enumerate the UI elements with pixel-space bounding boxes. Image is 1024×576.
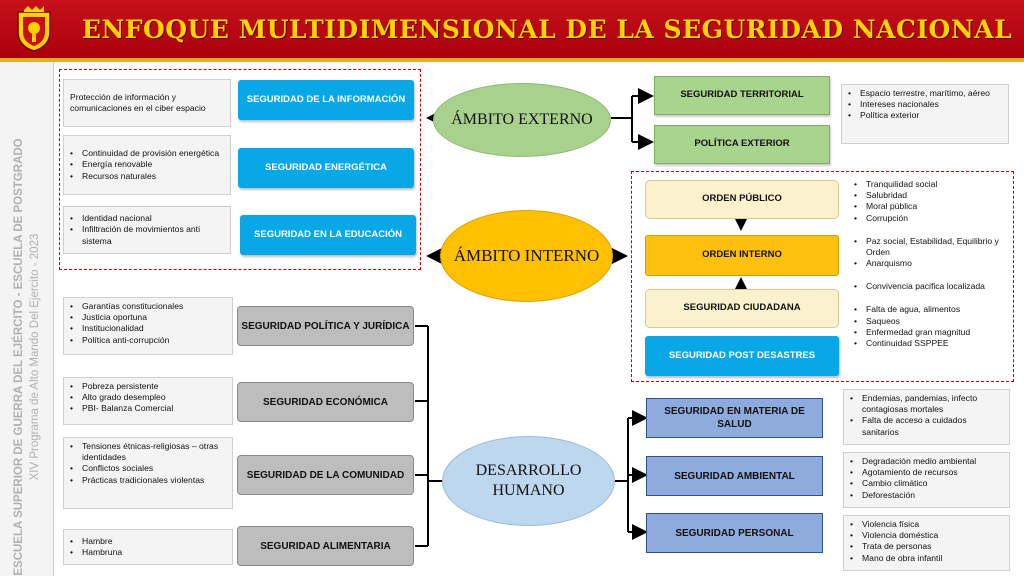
info-note: Protección de información y comunicacion… (63, 79, 231, 127)
political-note-item: Política anti-corrupción (70, 335, 226, 346)
external-note-item: Intereses nacionales (848, 99, 1002, 110)
political-legal-security-box: SEGURIDAD POLÍTICA Y JURÍDICA (237, 306, 414, 346)
internal-note-item: Enfermedad gran magnitud (854, 327, 1004, 338)
political-note-item: Institucionalidad (70, 323, 226, 334)
health-security-box: SEGURIDAD EN MATERIA DE SALUD (646, 398, 823, 438)
energy-note-item: Energía renovable (70, 159, 219, 170)
internal-order-box: ORDEN INTERNO (645, 235, 839, 276)
education-security-box: SEGURIDAD EN LA EDUCACIÓN (240, 215, 416, 255)
internal-note-item: Moral pública (854, 201, 1004, 212)
territorial-security-box: SEGURIDAD TERRITORIAL (654, 76, 830, 115)
internal-note-item: Salubridad (854, 190, 1004, 201)
education-note-item: Identidad nacional (70, 213, 224, 224)
economic-note: Pobreza persistente Alto grado desempleo… (63, 377, 233, 425)
citizen-security-box: SEGURIDAD CIUDADANA (645, 289, 839, 328)
personal-note-item: Violencia doméstica (850, 530, 1003, 541)
info-energy-education-group (59, 69, 421, 270)
environment-note-item: Cambio climático (850, 478, 1003, 489)
education-note-item: Infiltración de movimientos anti sistema (70, 224, 224, 246)
economic-note-item: PBI- Balanza Comercial (70, 403, 226, 414)
internal-note-item: Paz social, Estabilidad, Equilibrio y Or… (854, 236, 1004, 258)
political-note-item: Garantías constitucionales (70, 301, 226, 312)
internal-note-item: Falta de agua, alimentos (854, 304, 1004, 315)
environment-note-item: Degradación medio ambiental (850, 456, 1003, 467)
community-security-box: SEGURIDAD DE LA COMUNIDAD (237, 455, 414, 495)
post-disaster-security-box: SEGURIDAD POST DESASTRES (645, 336, 839, 376)
header-divider (0, 58, 1024, 62)
community-note-item: Conflictos sociales (70, 463, 226, 474)
internal-note-item: Saqueos (854, 316, 1004, 327)
food-note: Hambre Hambruna (63, 529, 233, 565)
external-note: Espacio terrestre, marítimo, aéreo Inter… (841, 84, 1009, 144)
food-note-item: Hambre (70, 536, 122, 547)
political-note-item: Justicia oportuna (70, 312, 226, 323)
economic-note-item: Pobreza persistente (70, 381, 226, 392)
internal-note-item: Continuidad SSPPEE (854, 338, 1004, 349)
environment-note-item: Deforestación (850, 490, 1003, 501)
energy-note-item: Continuidad de provisión energética (70, 148, 219, 159)
community-note: Tensiones étnicas-religiosas – otras ide… (63, 437, 233, 509)
sidebar: ESCUELA SUPERIOR DE GUERRA DEL EJÉRCITO … (0, 62, 54, 576)
food-note-item: Hambruna (70, 547, 122, 558)
health-note-item: Falta de acceso a cuidados sanitarios (850, 415, 1003, 437)
community-note-item: Tensiones étnicas-religiosas – otras ide… (70, 441, 226, 463)
external-scope-node: ÁMBITO EXTERNO (433, 83, 611, 157)
internal-note-item: Anarquismo (854, 258, 1004, 269)
personal-note-item: Mano de obra infantil (850, 553, 1003, 564)
energy-note-item: Recursos naturales (70, 171, 219, 182)
personal-note-item: Trata de personas (850, 541, 1003, 552)
external-note-item: Espacio terrestre, marítimo, aéreo (848, 88, 1002, 99)
internal-note-item: Convivencia pacifica localizada (854, 281, 1004, 292)
public-order-box: ORDEN PÚBLICO (645, 180, 839, 219)
political-note: Garantías constitucionales Justicia opor… (63, 297, 233, 355)
health-note-item: Endemias, pandemias, infecto contagiosas… (850, 393, 1003, 415)
internal-scope-node: ÁMBITO INTERNO (440, 210, 613, 302)
external-note-item: Política exterior (848, 110, 1002, 121)
foreign-policy-box: POLÍTICA EXTERIOR (654, 125, 830, 164)
human-development-node: DESARROLLO HUMANO (442, 436, 615, 526)
page-title: ENFOQUE MULTIDIMENSIONAL DE LA SEGURIDAD… (81, 14, 1013, 44)
sidebar-program-name: XIV Programa de Alto Mando Del Ejercito … (29, 233, 41, 481)
environmental-security-box: SEGURIDAD AMBIENTAL (646, 456, 823, 496)
personal-note: Violencia física Violencia doméstica Tra… (843, 515, 1010, 571)
internal-notes: Tranquilidad social Salubridad Moral púb… (848, 176, 1010, 378)
sidebar-school-name: ESCUELA SUPERIOR DE GUERRA DEL EJÉRCITO … (13, 138, 25, 576)
internal-order-group (631, 171, 1014, 382)
economic-security-box: SEGURIDAD ECONÓMICA (237, 382, 414, 422)
community-note-item: Prácticas tradicionales violentas (70, 475, 226, 486)
health-note: Endemias, pandemias, infecto contagiosas… (843, 389, 1010, 445)
personal-note-item: Violencia física (850, 519, 1003, 530)
information-security-box: SEGURIDAD DE LA INFORMACIÓN (238, 80, 414, 120)
education-note: Identidad nacional Infiltración de movim… (63, 206, 231, 254)
personal-security-box: SEGURIDAD PERSONAL (646, 513, 823, 553)
internal-note-item: Tranquilidad social (854, 179, 1004, 190)
energy-security-box: SEGURIDAD ENERGÉTICA (238, 148, 414, 188)
environment-note: Degradación medio ambiental Agotamiento … (843, 452, 1010, 508)
info-note-text: Protección de información y comunicacion… (70, 91, 206, 113)
header-bar: ENFOQUE MULTIDIMENSIONAL DE LA SEGURIDAD… (0, 0, 1024, 62)
energy-note: Continuidad de provisión energética Ener… (63, 135, 231, 195)
environment-note-item: Agotamiento de recursos (850, 467, 1003, 478)
internal-note-item: Corrupción (854, 213, 1004, 224)
economic-note-item: Alto grado desempleo (70, 392, 226, 403)
food-security-box: SEGURIDAD ALIMENTARIA (237, 526, 414, 566)
army-crest-icon (17, 6, 51, 52)
